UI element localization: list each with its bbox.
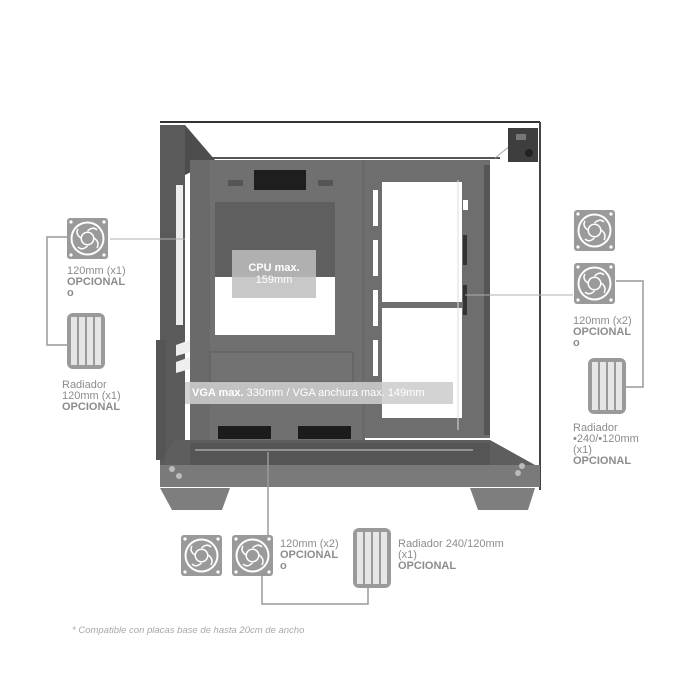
bottom-radiator-line2: (x1) [398,549,417,561]
right-radiator-status: OPCIONAL [573,455,632,467]
left-radiator-line2: 120mm (x1) [62,390,121,402]
bottom-fan-suffix: o [280,560,287,572]
radiator-icon [67,313,105,369]
radiator-icon [588,358,626,414]
right-radiator-line3: (x1) [573,444,592,456]
bottom-fan-status: OPCIONAL [280,549,339,561]
bottom-radiator-status: OPCIONAL [398,560,457,572]
vga-clearance-label: VGA max. 330mm / VGA anchura max. 149mm [185,382,453,404]
fan-icon [232,535,273,576]
bottom-radiator-line1: Radiador 240/120mm [398,538,504,550]
left-radiator-label: Radiador 120mm (x1) OPCIONAL [62,380,121,413]
vga-label-title: VGA max. [192,387,244,399]
left-radiator-status: OPCIONAL [62,401,121,413]
bottom-fan-size: 120mm (x2) [280,538,339,550]
fan-icon [574,263,615,304]
cpu-label-title: CPU max. [248,262,300,274]
right-fan-suffix: o [573,337,580,349]
right-radiator-line2: •240/•120mm [573,433,639,445]
right-radiator-line1: Radiador [573,422,618,434]
right-radiator-label: Radiador •240/•120mm (x1) OPCIONAL [573,423,639,467]
left-fan-suffix: o [67,287,74,299]
footnote: * Compatible con placas base de hasta 20… [72,625,305,636]
cpu-clearance-label: CPU max. 159mm [232,250,316,298]
left-fan-status: OPCIONAL [67,276,126,288]
left-radiator-line1: Radiador [62,379,107,391]
cpu-label-value: 159mm [255,274,293,286]
bottom-radiator-label: Radiador 240/120mm (x1) OPCIONAL [398,539,504,572]
right-fan-label: 120mm (x2) OPCIONAL o [573,316,632,349]
left-fan-label: 120mm (x1) OPCIONAL o [67,266,126,299]
right-fan-size: 120mm (x2) [573,315,632,327]
fan-icon [67,218,108,259]
bottom-fan-label: 120mm (x2) OPCIONAL o [280,539,339,572]
fan-icon [181,535,222,576]
fan-icon [574,210,615,251]
right-fan-status: OPCIONAL [573,326,632,338]
vga-label-value: 330mm / VGA anchura max. 149mm [246,387,425,399]
radiator-icon [353,528,391,588]
left-fan-size: 120mm (x1) [67,265,126,277]
